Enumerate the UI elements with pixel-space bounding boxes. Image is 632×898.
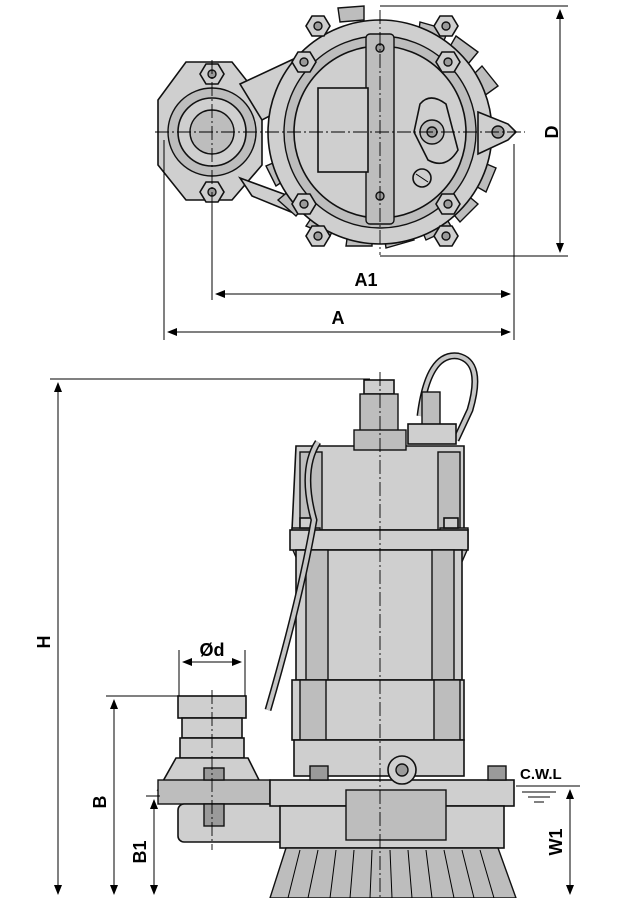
top-view: D A1 A bbox=[155, 5, 568, 340]
side-view: H Ød B B1 C.W.L W1 bbox=[34, 352, 580, 898]
dim-label-a: A bbox=[332, 308, 345, 328]
dim-label-w1: W1 bbox=[546, 829, 566, 856]
dim-label-d: D bbox=[542, 126, 562, 139]
motor-housing-side bbox=[289, 529, 469, 551]
dim-label-b1: B1 bbox=[130, 840, 150, 863]
dim-label-h: H bbox=[34, 636, 54, 649]
discharge-outlet-side bbox=[156, 695, 299, 843]
cwl-symbol bbox=[516, 785, 580, 803]
housing-bolts-top bbox=[291, 15, 461, 247]
cwl-label: C.W.L bbox=[520, 766, 562, 783]
strainer-base bbox=[269, 847, 517, 898]
dim-label-diameter: Ød bbox=[200, 640, 225, 660]
cable-gland-top bbox=[412, 97, 518, 188]
dim-label-a1: A1 bbox=[354, 270, 377, 290]
dim-label-b: B bbox=[90, 796, 110, 809]
